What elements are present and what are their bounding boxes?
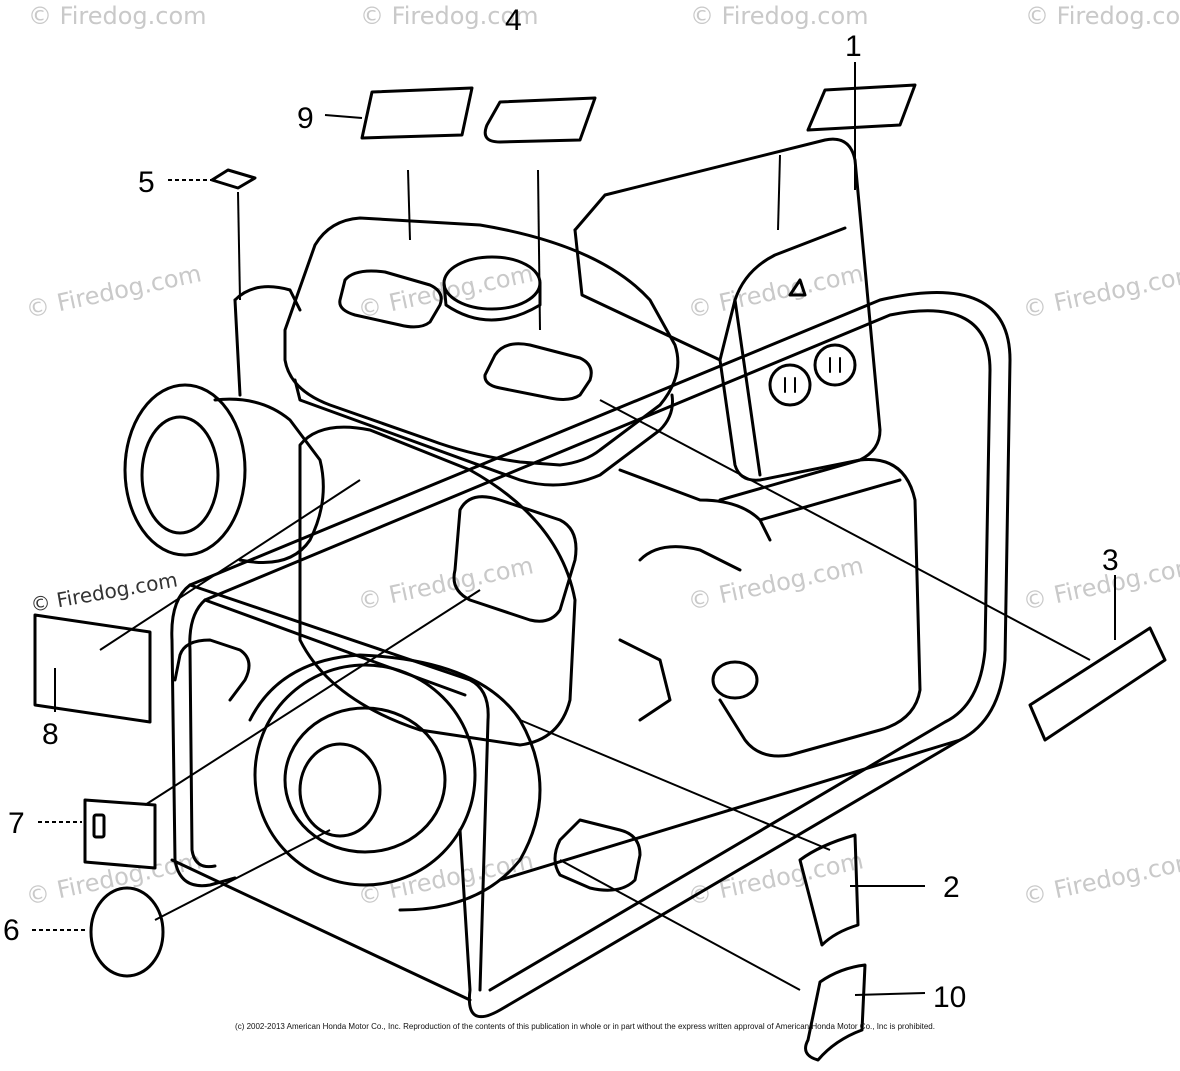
decal-1 bbox=[806, 83, 917, 132]
watermark: © Firedog.com bbox=[685, 551, 865, 616]
decal-6 bbox=[89, 886, 165, 978]
decal-2 bbox=[798, 833, 860, 947]
callout-6: 6 bbox=[3, 914, 20, 947]
callout-5: 5 bbox=[138, 166, 155, 199]
callout-9: 9 bbox=[297, 102, 314, 135]
decal-9 bbox=[360, 86, 474, 140]
watermark: © Firedog.com bbox=[28, 2, 207, 30]
callout-8: 8 bbox=[42, 718, 59, 751]
leader-lines bbox=[32, 62, 1116, 996]
watermark: © Firedog.com bbox=[1025, 2, 1180, 30]
decal-4 bbox=[483, 96, 597, 144]
callout-7: 7 bbox=[8, 807, 25, 840]
decal-10 bbox=[804, 963, 867, 1062]
watermark: © Firedog.com bbox=[355, 551, 535, 616]
watermark: © Firedog.com bbox=[23, 259, 203, 324]
callout-3: 3 bbox=[1102, 544, 1119, 577]
decals bbox=[33, 83, 1167, 1062]
callout-2: 2 bbox=[943, 871, 960, 904]
pump-housing bbox=[173, 638, 542, 912]
callout-4: 4 bbox=[505, 4, 522, 37]
watermark-layer: © Firedog.com © Firedog.com © Firedog.co… bbox=[23, 2, 1180, 911]
copyright-notice: (c) 2002-2013 American Honda Motor Co., … bbox=[235, 1022, 935, 1031]
callout-1: 1 bbox=[845, 30, 862, 63]
pump-frame bbox=[170, 291, 1012, 1019]
watermark: © Firedog.com bbox=[685, 846, 865, 911]
watermark-dark: © Firedog.com bbox=[29, 567, 180, 616]
watermark: © Firedog.com bbox=[1020, 259, 1180, 324]
decal-5 bbox=[210, 168, 257, 190]
recoil-starter bbox=[123, 285, 325, 564]
decal-7-mark bbox=[92, 813, 106, 839]
watermark: © Firedog.com bbox=[360, 2, 539, 30]
callout-10: 10 bbox=[933, 981, 966, 1014]
watermark: © Firedog.com bbox=[23, 846, 203, 911]
decal-3 bbox=[1028, 626, 1167, 742]
decal-8 bbox=[33, 613, 152, 724]
watermark: © Firedog.com bbox=[690, 2, 869, 30]
watermark: © Firedog.com bbox=[1020, 551, 1180, 616]
watermark: © Firedog.com bbox=[1020, 846, 1180, 911]
fuel-tank bbox=[283, 216, 680, 487]
decal-7 bbox=[83, 798, 157, 870]
engine-block bbox=[298, 425, 922, 892]
callout-numbers: 1 2 3 4 5 6 7 8 9 10 bbox=[3, 4, 1119, 1014]
watermark: © Firedog.com bbox=[685, 259, 865, 324]
